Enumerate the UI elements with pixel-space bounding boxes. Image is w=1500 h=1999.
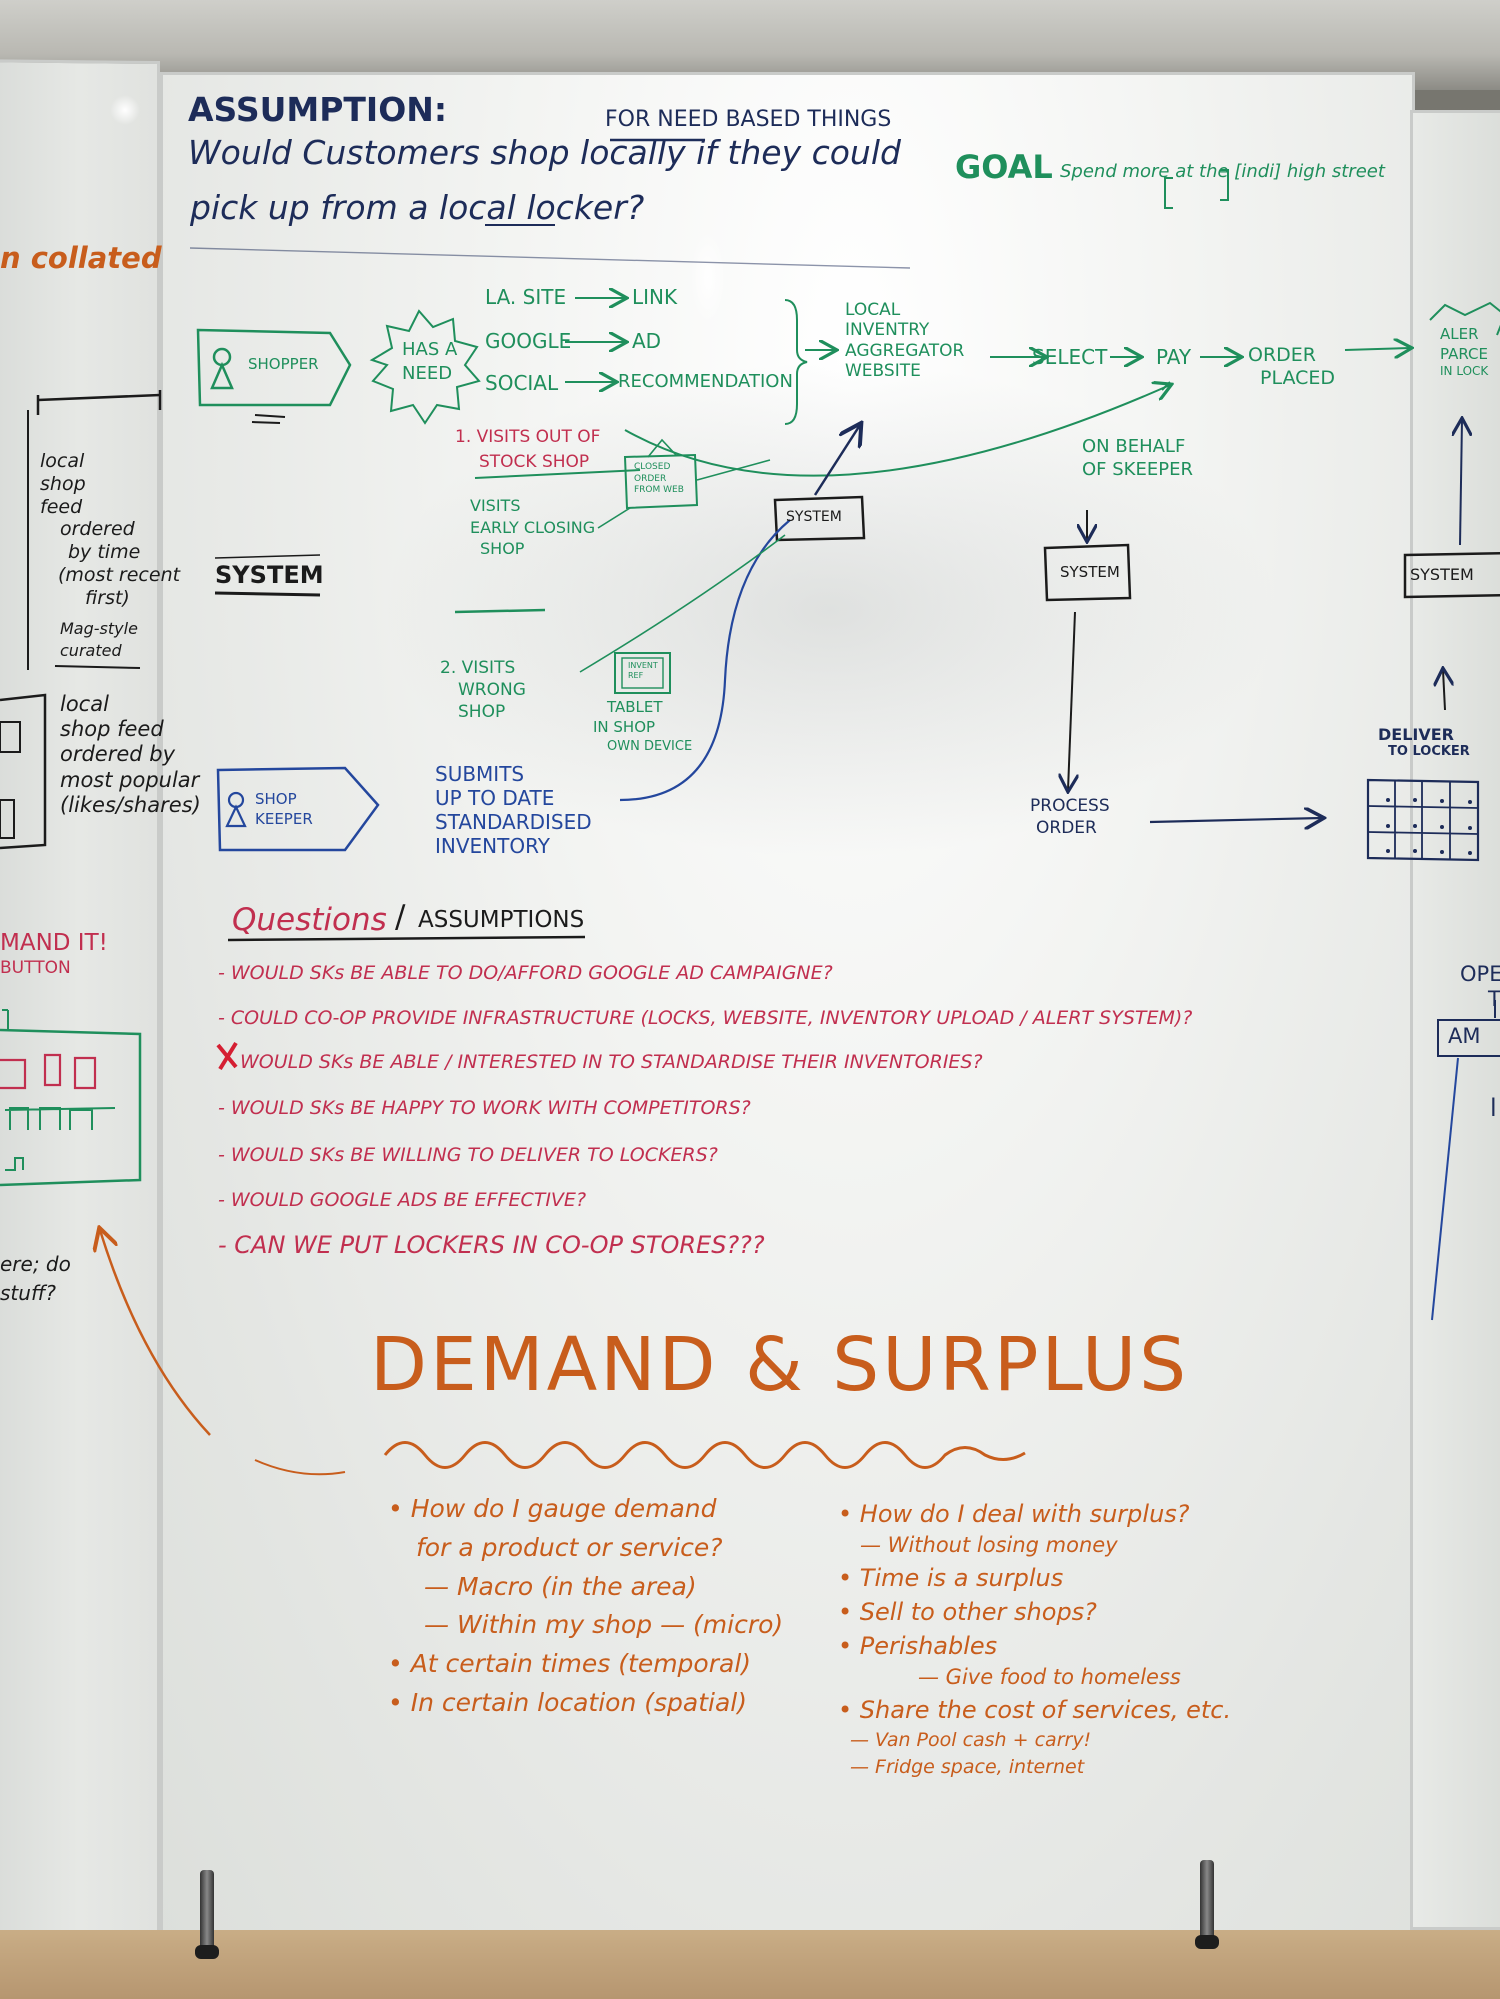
demand-surplus-title: DEMAND & SURPLUS <box>370 1322 1190 1408</box>
shopper-label: SHOPPER <box>248 355 319 373</box>
channel-source: LA. SITE <box>485 285 567 309</box>
questions-title: Questions <box>232 902 387 938</box>
question-item: - WOULD SKs BE HAPPY TO WORK WITH COMPET… <box>218 1097 751 1119</box>
assumption-question-line-2: pick up from a local locker? <box>190 188 645 227</box>
main-whiteboard <box>160 72 1415 1952</box>
question-item: - WOULD GOOGLE ADS BE EFFECTIVE? <box>218 1189 587 1211</box>
question-item: - WOULD SKs BE WILLING TO DELIVER TO LOC… <box>218 1144 718 1166</box>
select-step: SELECT <box>1032 345 1108 369</box>
board-leg <box>1200 1860 1214 1940</box>
goal-label: GOAL <box>955 148 1053 186</box>
system-box: SYSTEM <box>786 509 842 525</box>
system-box-2: SYSTEM <box>1060 563 1120 581</box>
demand-notes: • How do I gauge demand for a product or… <box>388 1494 784 1717</box>
channel-target: AD <box>632 329 662 353</box>
light-reflection <box>690 230 726 325</box>
channel-target: RECOMMENDATION <box>618 371 793 392</box>
system-box-3: SYSTEM <box>1410 565 1474 584</box>
surplus-notes: • How do I deal with surplus? — Without … <box>838 1500 1232 1778</box>
board-wheel <box>195 1945 219 1959</box>
right-board-mark: l <box>1490 1094 1497 1122</box>
question-item: - COULD CO-OP PROVIDE INFRASTRUCTURE (LO… <box>218 1007 1193 1029</box>
goal-text: Spend more at the [indi] high street <box>1060 161 1385 182</box>
board-wheel <box>1195 1935 1219 1949</box>
channel-source: GOOGLE <box>485 329 572 353</box>
collated-text: n collated <box>0 241 162 275</box>
board-leg <box>200 1870 214 1950</box>
system-lane-label: SYSTEM <box>215 561 324 589</box>
light-reflection <box>110 95 140 125</box>
assumptions-title: ASSUMPTIONS <box>418 907 585 933</box>
pay-step: PAY <box>1156 345 1192 369</box>
question-item: - CAN WE PUT LOCKERS IN CO-OP STORES??? <box>218 1231 765 1259</box>
assumption-question-line-1: Would Customers shop locally if they cou… <box>188 133 901 172</box>
question-item: WOULD SKs BE ABLE / INTERESTED IN TO STA… <box>240 1051 983 1073</box>
channel-source: SOCIAL <box>485 371 559 395</box>
question-item: - WOULD SKs BE ABLE TO DO/AFFORD GOOGLE … <box>218 962 833 984</box>
assumption-label: ASSUMPTION: <box>188 90 448 129</box>
title-slash: / <box>395 899 406 935</box>
channel-target: LINK <box>632 285 678 309</box>
floor <box>0 1930 1500 1999</box>
right-board-am: AM <box>1448 1024 1481 1048</box>
demand-it-button-note: MAND IT!BUTTON <box>0 930 108 978</box>
need-based-note: FOR NEED BASED THINGS <box>605 107 892 132</box>
